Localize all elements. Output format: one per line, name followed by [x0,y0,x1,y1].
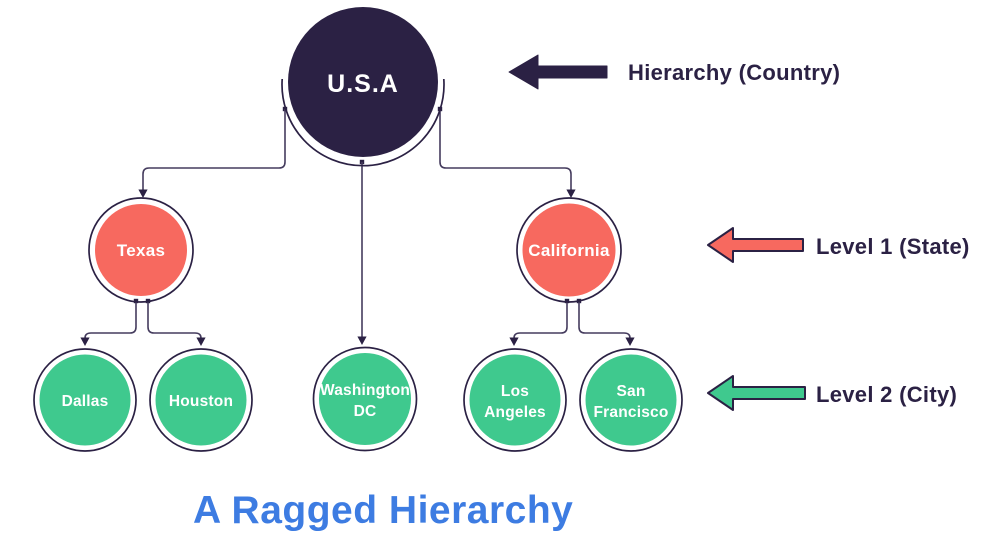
level1-arrow-icon [707,227,804,263]
arrowhead-icon [138,189,148,198]
california-label: California [528,241,610,260]
node-los-angeles: Los Angeles [463,348,567,452]
annotation-level1: Level 1 (State) [707,227,970,263]
san-francisco-label-line1: San [616,383,645,400]
connector-line [513,301,568,339]
node-houston: Houston [149,348,253,452]
california-circle [522,203,616,297]
arrowhead-icon [80,337,90,346]
houston-label: Houston [169,393,233,410]
hierarchy-annotation-label: Hierarchy (Country) [628,60,840,85]
san-francisco-label-line2: Francisco [593,404,668,421]
houston-ring [149,348,253,452]
hierarchy-arrow-icon [508,54,608,90]
washington-dc-label-line1: Washington [320,382,410,399]
usa-circle [288,7,438,157]
node-dallas: Dallas [33,348,137,452]
level1-annotation-label: Level 1 (State) [816,234,970,259]
los-angeles-ring [463,348,567,452]
dallas-circle [39,354,131,446]
san-francisco-circle [585,354,677,446]
connector-line [439,109,572,190]
annotation-hierarchy: Hierarchy (Country) [508,54,840,90]
connector-california-los-angeles [509,298,570,346]
dallas-label: Dallas [62,393,109,410]
california-ring [516,197,622,303]
los-angeles-circle [469,354,561,446]
texas-circle [95,204,187,296]
level2-annotation-label: Level 2 (City) [816,382,957,407]
connector-texas-dallas [80,298,139,346]
annotation-level2: Level 2 (City) [707,375,957,411]
connector-usa-texas [138,106,288,198]
washington-dc-circle [319,353,411,445]
connector-line [147,301,202,339]
los-angeles-label-line1: Los [501,383,529,400]
arrowhead-icon [566,189,576,198]
texas-ring [88,197,194,303]
arrowhead-icon [625,337,635,346]
level2-arrow-icon [707,375,806,411]
node-washington-dc: Washington DC [312,346,418,452]
connector-usa-california [437,106,576,198]
node-texas: Texas [88,197,194,303]
washington-dc-label-line2: DC [354,403,377,420]
texas-label: Texas [117,241,165,260]
houston-circle [155,354,247,446]
connector-usa-washington-dc [357,159,367,345]
node-california: California [516,197,622,303]
node-san-francisco: San Francisco [579,348,683,452]
diagram-title: A Ragged Hierarchy [193,489,573,532]
connector-line [84,301,137,339]
connector-texas-houston [145,298,206,346]
arrowhead-icon [196,337,206,346]
connector-line [142,109,286,190]
node-usa: U.S.A [281,7,445,167]
dallas-ring [33,348,137,452]
connector-line [578,301,631,339]
washington-dc-ring [312,346,418,452]
usa-cradle-arc [281,78,445,167]
arrowhead-icon [357,336,367,345]
connector-california-san-francisco [576,298,635,346]
san-francisco-ring [579,348,683,452]
los-angeles-label-line2: Angeles [484,404,546,421]
usa-label: U.S.A [327,70,399,98]
arrowhead-icon [509,337,519,346]
